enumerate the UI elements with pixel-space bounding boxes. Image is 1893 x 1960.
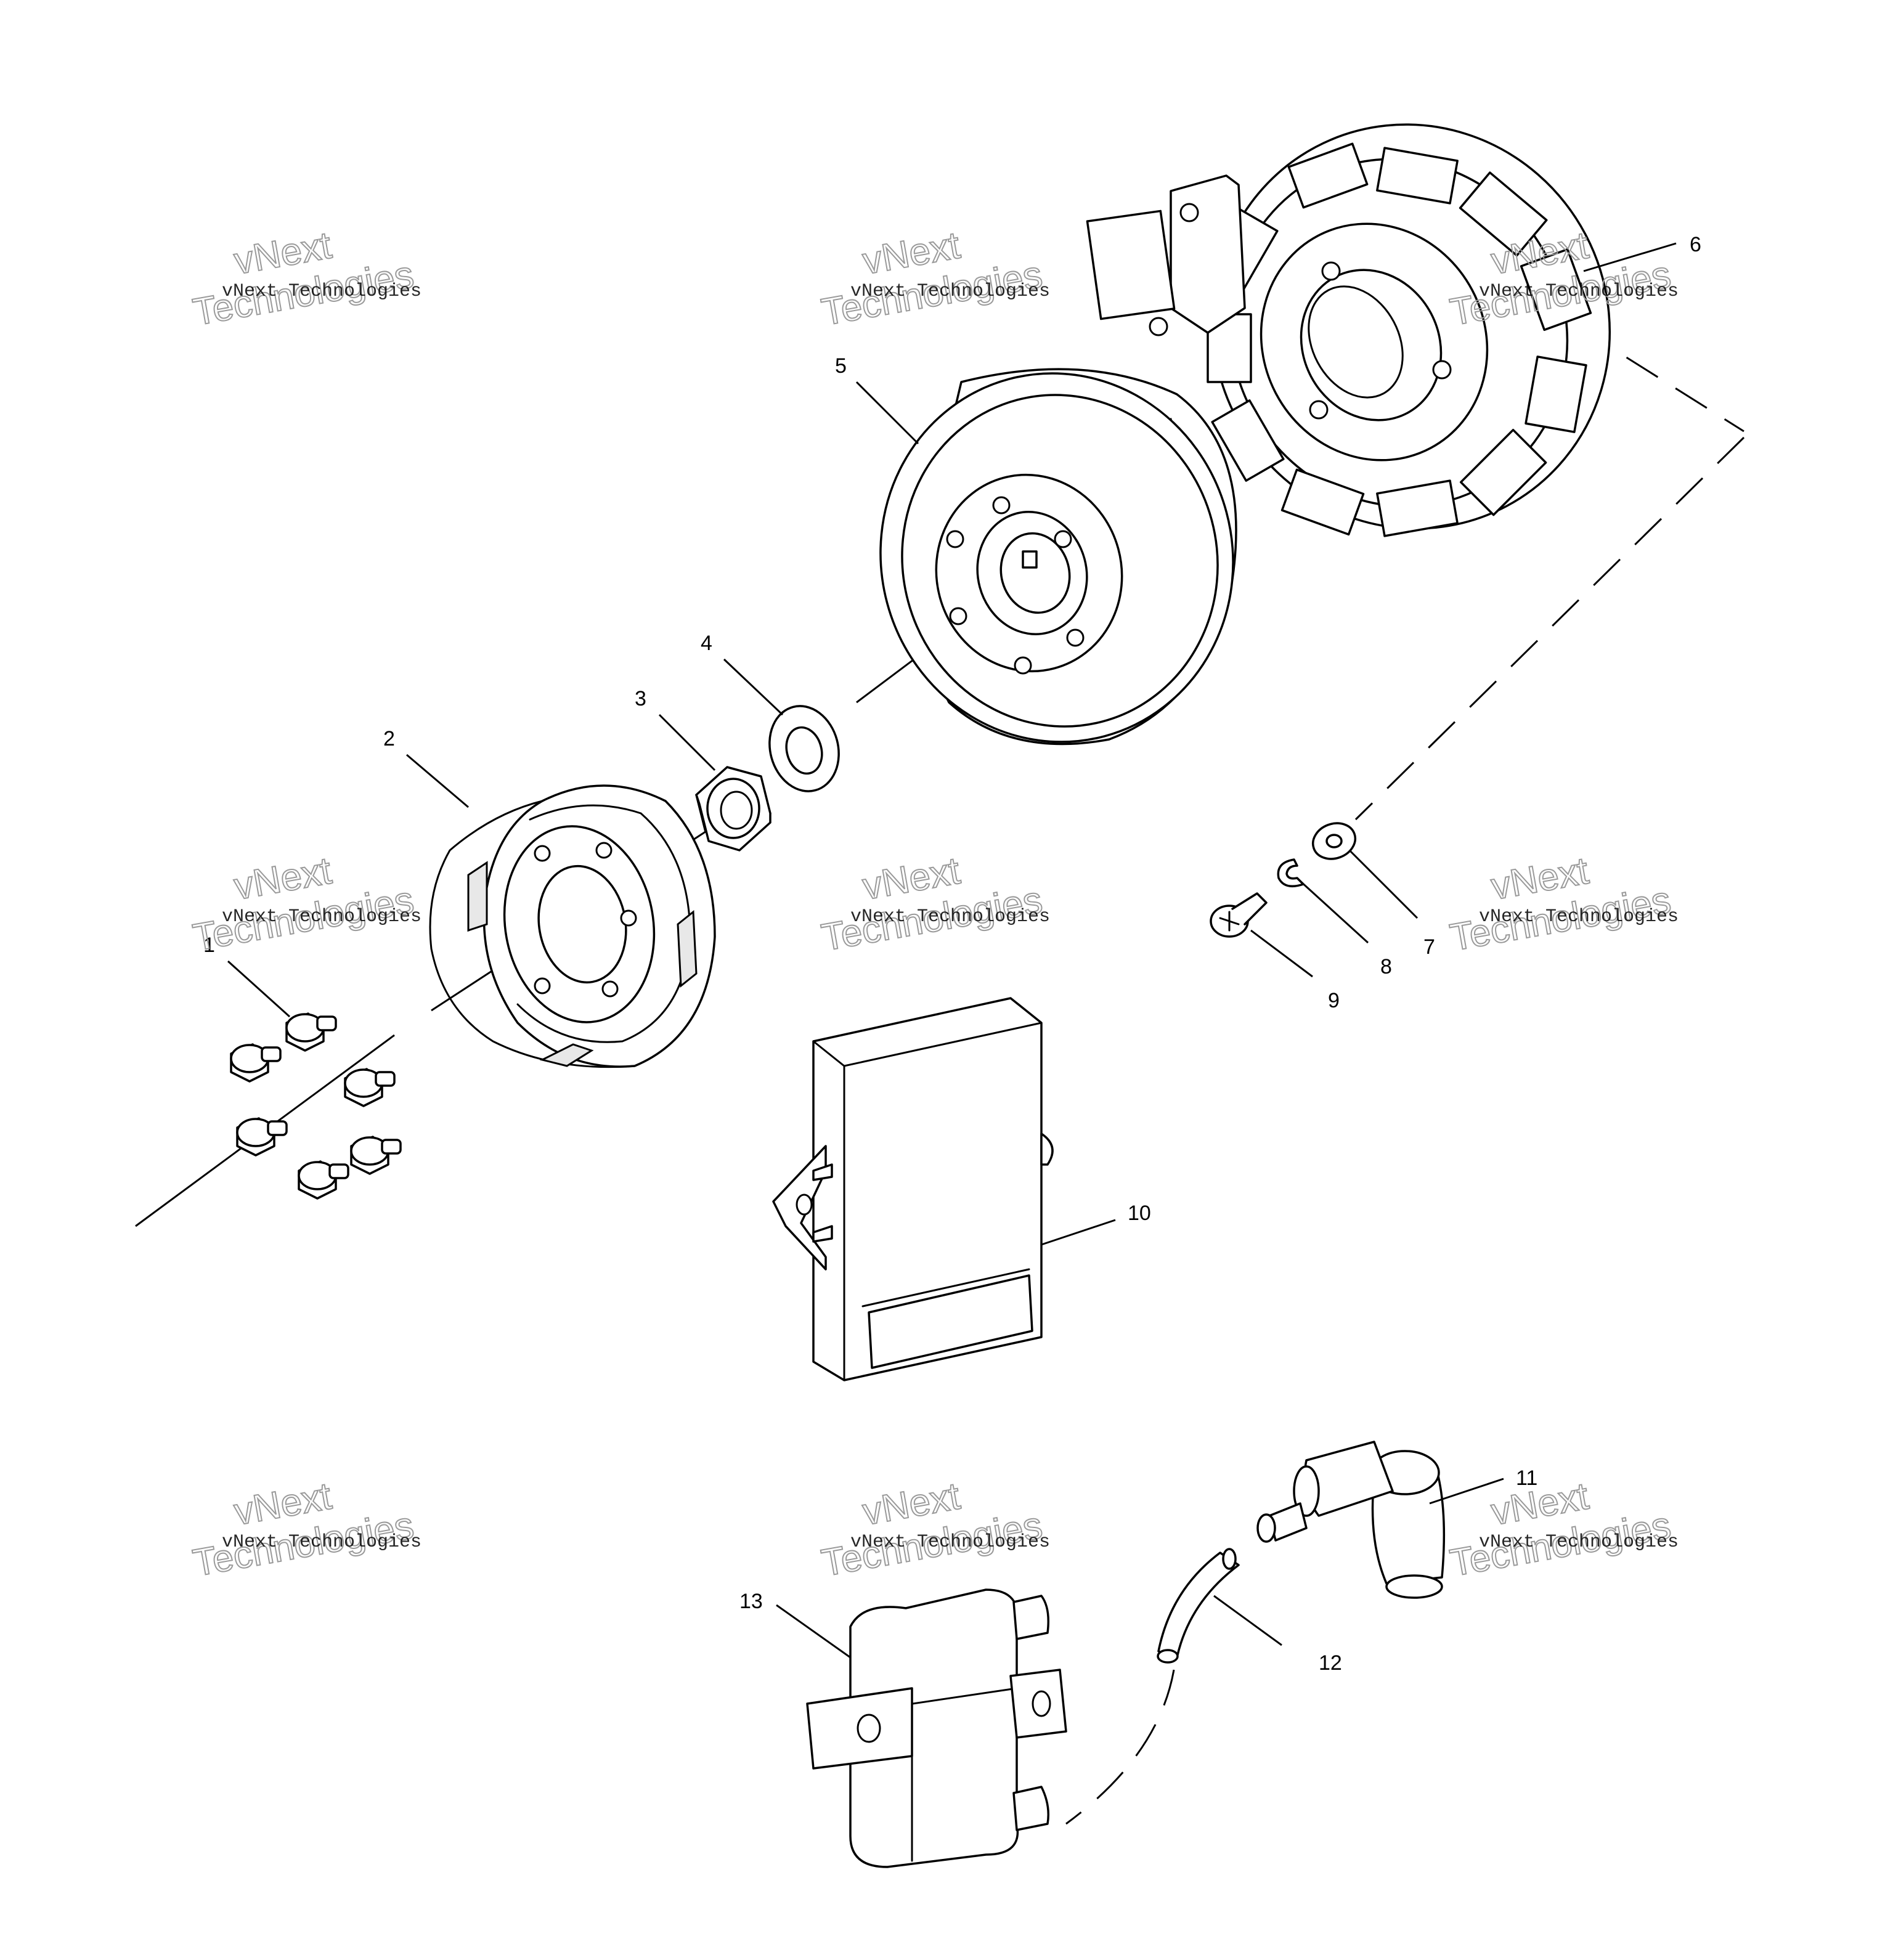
- callout-8: 8: [1380, 955, 1392, 978]
- leader-9: [1250, 929, 1313, 978]
- bolts: [230, 1012, 402, 1200]
- leader-1: [227, 960, 291, 1018]
- watermark-r2c1: vNext Technologies vNext Technologies: [189, 849, 421, 960]
- callout-10: 10: [1128, 1202, 1151, 1225]
- cdi-module: [772, 997, 1054, 1381]
- watermark-r2c3: vNext Technologies vNext Technologies: [1446, 849, 1679, 960]
- bolt-1d: [236, 1117, 288, 1157]
- svg-text:vNext Technologies: vNext Technologies: [1479, 906, 1679, 927]
- leader-6: [1583, 242, 1677, 272]
- callout-5: 5: [835, 354, 847, 378]
- callout-3: 3: [635, 687, 646, 710]
- lock-washer: [1277, 858, 1305, 888]
- stator-poles: [1205, 142, 1592, 537]
- svg-text:vNext Technologies: vNext Technologies: [850, 281, 1050, 302]
- svg-text:vNext Technologies: vNext Technologies: [850, 1532, 1050, 1553]
- ignition-wire: [1157, 1548, 1240, 1664]
- watermark-r3c3: vNext Technologies vNext Technologies: [1446, 1474, 1679, 1585]
- wire-route-dashed: [1065, 1669, 1175, 1825]
- callout-12: 12: [1319, 1651, 1342, 1675]
- axis-line-dashed: [1354, 436, 1745, 821]
- callout-13: 13: [739, 1590, 763, 1613]
- ignition-coil: [806, 1588, 1067, 1868]
- svg-text:vNext Technologies: vNext Technologies: [1479, 281, 1679, 302]
- leader-13: [776, 1604, 851, 1659]
- flywheel: [879, 368, 1237, 746]
- svg-text:vNext Technologies: vNext Technologies: [222, 281, 421, 302]
- hex-nut: [695, 766, 771, 852]
- callout-2: 2: [383, 727, 395, 750]
- svg-text:vNext Technologies: vNext Technologies: [222, 906, 421, 927]
- callout-11: 11: [1516, 1466, 1537, 1490]
- watermark-r3c1: vNext Technologies vNext Technologies: [189, 1474, 421, 1585]
- bolt-1b: [230, 1043, 282, 1083]
- leader-12: [1213, 1595, 1282, 1646]
- bolt-1f: [298, 1160, 349, 1200]
- callout-4: 4: [701, 632, 712, 655]
- svg-text:vNext Technologies: vNext Technologies: [1479, 1532, 1679, 1553]
- callout-6: 6: [1690, 233, 1701, 256]
- watermark-r3c2: vNext Technologies vNext Technologies: [818, 1474, 1050, 1585]
- leader-10: [1041, 1219, 1116, 1246]
- callout-1: 1: [203, 933, 215, 957]
- screw-small: [1210, 892, 1268, 938]
- bolt-1c: [344, 1068, 396, 1107]
- washer-large: [768, 705, 840, 792]
- bolt-1a: [285, 1012, 337, 1052]
- flywheel-keyway: [1022, 550, 1038, 569]
- callout-7: 7: [1423, 935, 1435, 959]
- watermark-r1c2: vNext Technologies vNext Technologies: [818, 224, 1050, 335]
- leader-3: [658, 714, 716, 771]
- leader-4: [723, 658, 784, 716]
- starter-cup: [429, 784, 716, 1068]
- leader-5: [855, 381, 919, 445]
- leader-8: [1299, 880, 1369, 944]
- stator-pickup-sensor: [1086, 174, 1246, 336]
- spark-plug-cap: [1256, 1441, 1446, 1599]
- washer-small: [1311, 822, 1357, 860]
- svg-text:vNext Technologies: vNext Technologies: [222, 1532, 421, 1553]
- bolt-1e: [350, 1136, 402, 1175]
- stator: [1086, 123, 1611, 537]
- callout-9: 9: [1328, 989, 1340, 1012]
- svg-text:vNext Technologies: vNext Technologies: [850, 906, 1050, 927]
- watermark-r2c2: vNext Technologies vNext Technologies: [818, 849, 1050, 960]
- leader-2: [406, 754, 469, 808]
- leader-7: [1348, 849, 1419, 919]
- leader-11: [1429, 1478, 1504, 1505]
- watermark-r1c1: vNext Technologies vNext Technologies: [189, 224, 421, 335]
